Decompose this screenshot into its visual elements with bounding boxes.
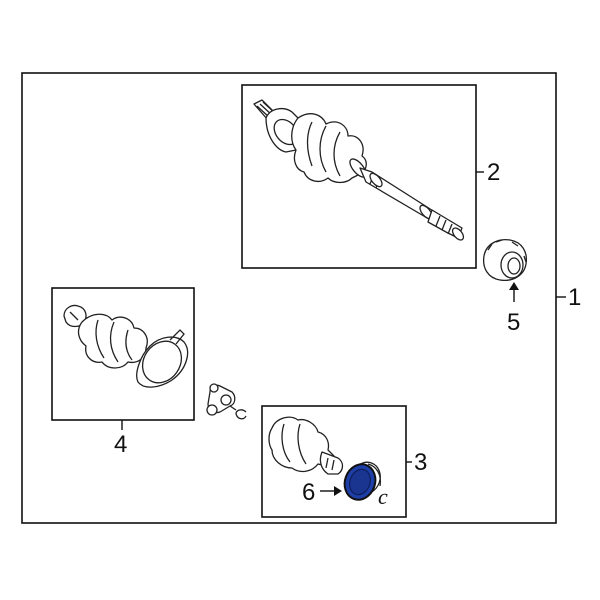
box-drive-shaft bbox=[241, 84, 477, 269]
callout-2-label[interactable]: 2 bbox=[487, 159, 500, 186]
callout-3-label[interactable]: 3 bbox=[414, 449, 427, 476]
callout-5-arrowhead bbox=[509, 282, 519, 290]
callout-6-label[interactable]: 6 bbox=[302, 479, 315, 506]
drive-shaft-assembly-icon[interactable] bbox=[253, 99, 466, 242]
box-boot-kit bbox=[51, 287, 195, 421]
callout-4-label[interactable]: 4 bbox=[114, 431, 127, 458]
callout-1-label[interactable]: 1 bbox=[568, 284, 581, 311]
callout-6-arrowhead bbox=[334, 486, 342, 496]
inner-joint-housing-icon[interactable] bbox=[268, 416, 344, 475]
assembly-frame bbox=[21, 72, 557, 524]
snap-ring-icon[interactable] bbox=[235, 409, 247, 420]
oil-seal-icon[interactable] bbox=[340, 458, 385, 504]
callout-5-label[interactable]: 5 bbox=[507, 309, 520, 336]
tripod-joint-icon[interactable] bbox=[206, 383, 237, 416]
mark-c: c bbox=[378, 484, 388, 509]
bearing-ring-icon[interactable] bbox=[482, 238, 528, 282]
boot-kit-icon[interactable] bbox=[63, 304, 189, 390]
